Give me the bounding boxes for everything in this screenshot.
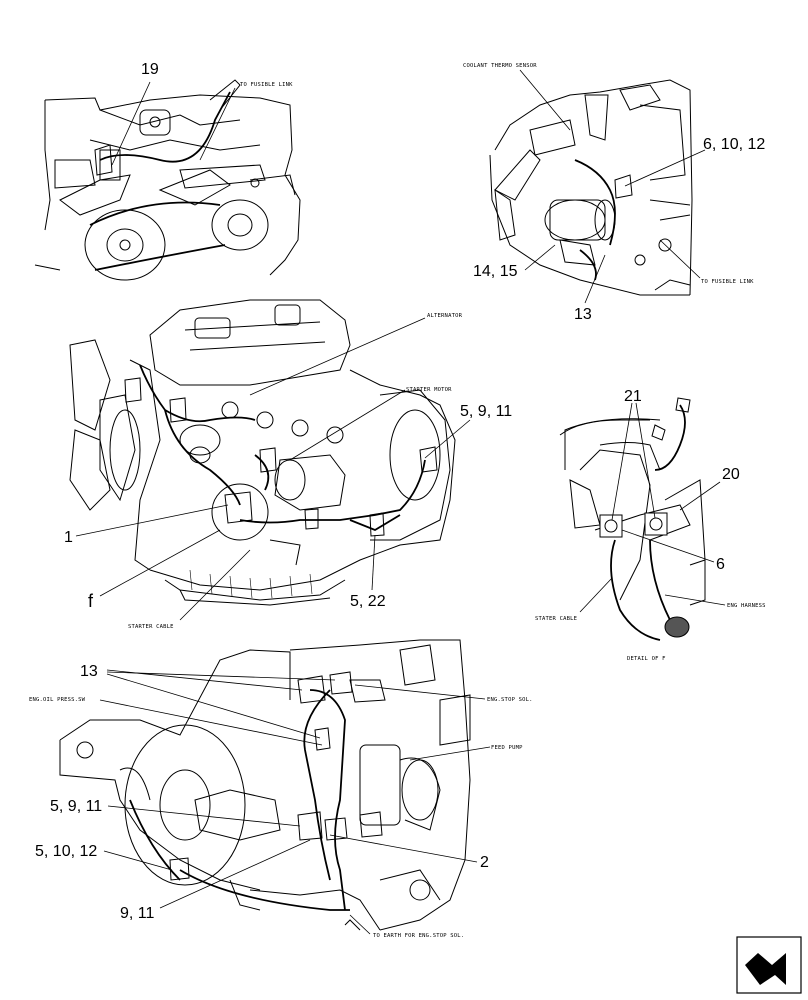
- detail-drawing: [559, 397, 706, 641]
- callout-1-leader: [75, 504, 229, 537]
- arrow-navigation-icon[interactable]: [736, 936, 802, 994]
- callout-2-leader: [329, 834, 478, 863]
- bottom-engine-drawing: [59, 639, 471, 931]
- callout-13-bottom: 13: [80, 663, 98, 680]
- callout-6-detail: 6: [716, 556, 725, 573]
- label-to-earth: TO EARTH FOR ENG.STOP SOL.: [373, 933, 464, 939]
- callout-5-9-11-bottom-leader: [107, 805, 301, 827]
- callout-20: 20: [722, 466, 740, 483]
- callout-5-9-11-main-leader: [424, 419, 471, 459]
- callout-5-9-11-main: 5, 9, 11: [460, 403, 512, 420]
- earth-leader: [349, 914, 371, 935]
- alternator-leader: [249, 317, 426, 396]
- callout-6-detail-leader: [621, 529, 715, 563]
- callout-5-10-12: 5, 10, 12: [35, 843, 97, 860]
- coolant-leader: [519, 69, 571, 131]
- callout-20-leader: [679, 481, 721, 511]
- main-engine-view: ALTERNATOR STARTER MOTOR 5, 9, 11 1 5, 2…: [64, 299, 512, 630]
- callout-13-leader-c: [106, 673, 321, 739]
- label-starter-motor: STARTER MOTOR: [406, 387, 452, 393]
- starter-cable-leader: [179, 549, 251, 621]
- callout-5-10-12-leader: [103, 850, 173, 871]
- callout-21-leader-a: [611, 402, 633, 521]
- callout-19: 19: [141, 61, 159, 78]
- feed-pump-leader: [409, 746, 491, 761]
- callout-13-top: 13: [574, 306, 592, 323]
- label-feed-pump: FEED PUMP: [491, 745, 523, 751]
- callout-9-11-leader: [159, 839, 311, 909]
- label-to-fusible-link: TO FUSIBLE LINK: [240, 82, 293, 88]
- bottom-view: 13 ENG.OIL PRESS.SW ENG.STOP SOL. FEED P…: [29, 639, 533, 939]
- top-left-view: 19 TO FUSIBLE LINK: [34, 61, 301, 281]
- arrow-glyph: [745, 953, 786, 985]
- starter-motor-leader: [289, 389, 406, 461]
- stater-cable-leader: [579, 577, 613, 613]
- fusible-link-leader: [199, 87, 236, 161]
- top-right-engine-drawing: [489, 79, 693, 296]
- detail-view: 21 20 6 STATER CABLE ENG HARNESS DETAIL …: [535, 388, 766, 662]
- callout-13-leader-b: [106, 671, 336, 681]
- fusible-link-right-leader: [659, 239, 701, 279]
- callout-14-15: 14, 15: [473, 263, 518, 280]
- callout-5-9-11-bottom: 5, 9, 11: [50, 798, 102, 815]
- callout-14-15-leader: [524, 244, 556, 271]
- callout-13-top-leader: [584, 254, 606, 304]
- callout-6-10-12: 6, 10, 12: [703, 136, 765, 153]
- callout-5-22-leader: [371, 534, 376, 591]
- label-eng-harness: ENG HARNESS: [727, 603, 766, 609]
- callout-2: 2: [480, 854, 489, 871]
- top-left-engine-drawing: [34, 79, 301, 281]
- label-starter-cable: STARTER CABLE: [128, 624, 174, 630]
- detail-marker-f: f: [88, 591, 94, 611]
- callout-21: 21: [624, 388, 642, 405]
- label-stater-cable: STATER CABLE: [535, 616, 577, 622]
- callout-6-10-12-leader: [624, 149, 706, 187]
- main-engine-drawing: [69, 299, 456, 606]
- callout-19-leader: [111, 81, 151, 166]
- callout-1: 1: [64, 529, 73, 546]
- label-eng-oil-press-sw: ENG.OIL PRESS.SW: [29, 697, 86, 703]
- top-right-view: COOLANT THERMO SENSOR 6, 10, 12 14, 15 1…: [463, 63, 765, 323]
- label-alternator: ALTERNATOR: [427, 313, 463, 319]
- callout-9-11: 9, 11: [120, 905, 155, 922]
- label-eng-stop-sol: ENG.STOP SOL.: [487, 697, 533, 703]
- stop-sol-leader: [354, 684, 486, 700]
- callout-21-leader-b: [635, 402, 656, 519]
- callout-5-22: 5, 22: [350, 593, 386, 610]
- eng-harness-leader: [664, 594, 726, 606]
- label-to-fusible-link-right: TO FUSIBLE LINK: [701, 279, 754, 285]
- detail-f-leader: [99, 529, 221, 597]
- oil-press-leader: [99, 699, 323, 746]
- label-detail-of-f: DETAIL OF F: [627, 656, 666, 662]
- label-coolant-thermo-sensor: COOLANT THERMO SENSOR: [463, 63, 537, 69]
